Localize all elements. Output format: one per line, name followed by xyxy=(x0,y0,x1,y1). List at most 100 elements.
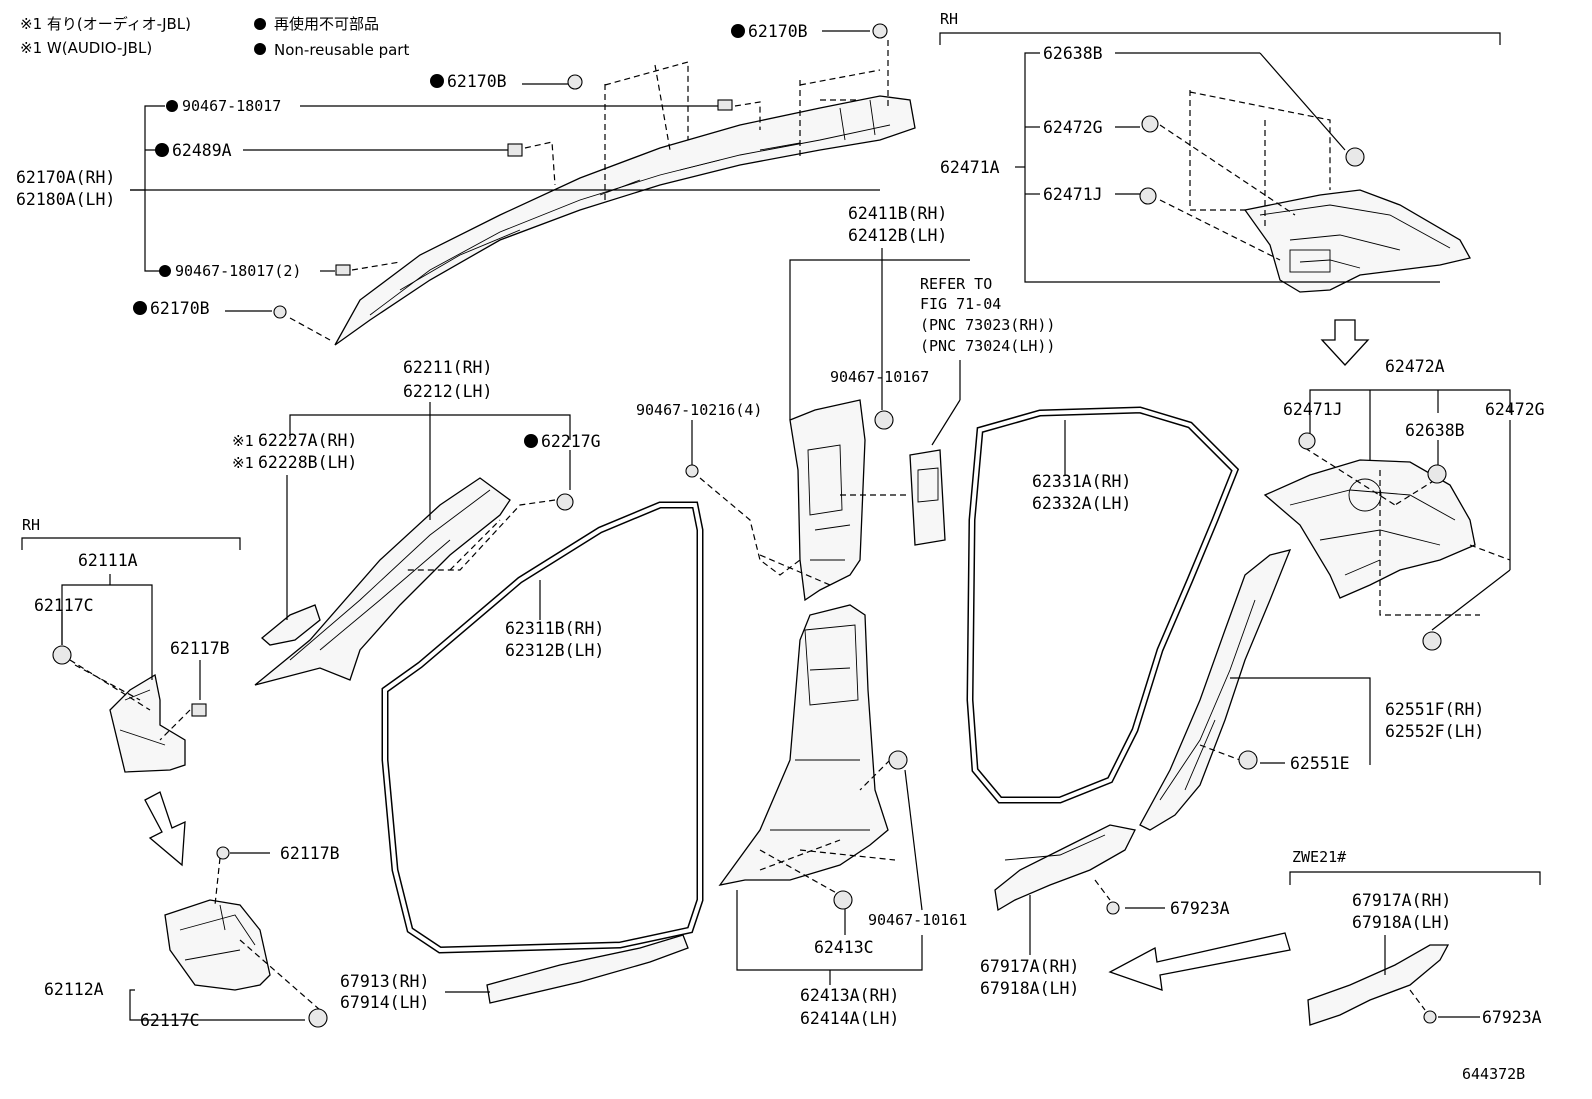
cowl-side-trim-lower xyxy=(164,899,271,991)
label-62217G: 62217G xyxy=(541,432,601,451)
rear-scuff-leaders xyxy=(1029,879,1165,955)
rear-door-opening-seal xyxy=(966,406,1240,804)
label-62332A-lh: 62332A(LH) xyxy=(1032,494,1131,513)
label-90467-10167: 90467-10167 xyxy=(830,368,929,386)
label-62117B-low: 62117B xyxy=(280,844,340,863)
non-reusable-dot-icon xyxy=(254,18,266,30)
label-90467-18017-2: 90467-18017(2) xyxy=(175,262,301,280)
label-62412B-lh: 62412B(LH) xyxy=(848,226,947,245)
non-reusable-dot-icon xyxy=(430,74,444,88)
label-62472A: 62472A xyxy=(1385,357,1445,376)
ref-mark-2: ※1 xyxy=(232,454,254,472)
zwe-scuff-leaders xyxy=(1384,935,1480,1018)
speaker-grille xyxy=(260,604,321,646)
non-reusable-dot-icon xyxy=(155,143,169,157)
note-en-nonreusable: Non-reusable part xyxy=(274,41,409,59)
arrow-down-icon xyxy=(1320,319,1370,366)
label-62472G-mid: 62472G xyxy=(1485,400,1545,419)
group-label-zwe21: ZWE21# xyxy=(1292,848,1346,866)
label-62638B-top: 62638B xyxy=(1043,44,1103,63)
label-67917A-mid-rh: 67917A(RH) xyxy=(980,957,1079,976)
label-67913-rh: 67913(RH) xyxy=(340,972,429,991)
label-62312B-lh: 62312B(LH) xyxy=(505,641,604,660)
front-pillar-leaders xyxy=(286,402,571,620)
zwe-bracket xyxy=(1289,871,1541,885)
label-62180A-lh: 62180A(LH) xyxy=(16,190,115,209)
legend: ※1 有り(オーディオ-JBL) ※1 W(AUDIO-JBL) 再使用不可部品… xyxy=(20,15,409,59)
label-62551E: 62551E xyxy=(1290,754,1350,773)
rh-group-bracket xyxy=(939,32,1501,45)
label-refer-pnc-lh: (PNC 73024(LH)) xyxy=(920,337,1055,355)
label-62413C: 62413C xyxy=(814,938,874,957)
front-door-scuff-plate xyxy=(486,934,689,1004)
label-62471J-top: 62471J xyxy=(1043,185,1103,204)
clips-top-left xyxy=(273,23,888,319)
center-pillar-lower-leaders xyxy=(736,759,923,985)
center-pillar-upper-garnish xyxy=(789,399,866,602)
quarter-trim-upper-leaders xyxy=(1015,52,1440,283)
label-62212-lh: 62212(LH) xyxy=(403,382,492,401)
non-reusable-dot-icon xyxy=(254,43,266,55)
note-jp-audio: ※1 有り(オーディオ-JBL) xyxy=(20,15,191,33)
label-62331A-rh: 62331A(RH) xyxy=(1032,472,1131,491)
non-reusable-dot-icon xyxy=(524,434,538,448)
label-62411B-rh: 62411B(RH) xyxy=(848,204,947,223)
label-62111A: 62111A xyxy=(78,551,138,570)
label-62471J-mid: 62471J xyxy=(1283,400,1343,419)
center-pillar-upper-leaders xyxy=(691,248,970,586)
non-reusable-dot-icon xyxy=(731,24,745,38)
non-reusable-dot-icon xyxy=(133,301,147,315)
note-jp-nonreusable: 再使用不可部品 xyxy=(274,15,379,33)
label-62228B-lh: 62228B(LH) xyxy=(258,453,357,472)
arrow-down-icon xyxy=(144,791,186,867)
label-62211-rh: 62211(RH) xyxy=(403,358,492,377)
label-refer-fig: FIG 71-04 xyxy=(920,295,1001,313)
zwe-rear-scuff-plate xyxy=(1307,944,1450,1026)
label-67923A-mid: 67923A xyxy=(1170,899,1230,918)
label-refer-to: REFER TO xyxy=(920,275,992,293)
ref-mark-1: ※1 xyxy=(232,432,254,450)
label-67918A-right-lh: 67918A(LH) xyxy=(1352,913,1451,932)
quarter-trim-lower xyxy=(1263,459,1476,599)
label-62170B-low: 62170B xyxy=(150,299,210,318)
label-67917A-right-rh: 67917A(RH) xyxy=(1352,891,1451,910)
note-en-audio: ※1 W(AUDIO-JBL) xyxy=(20,39,152,57)
cowl-side-lower-leaders xyxy=(129,852,321,1021)
quarter-trim-upper xyxy=(1243,189,1471,293)
rh-left-bracket xyxy=(21,537,241,550)
label-67918A-mid-lh: 67918A(LH) xyxy=(980,979,1079,998)
label-62489A: 62489A xyxy=(172,141,232,160)
label-62117B-top: 62117B xyxy=(170,639,230,658)
label-62638B-mid: 62638B xyxy=(1405,421,1465,440)
cowl-side-leaders xyxy=(61,574,201,741)
group-label-rh-left: RH xyxy=(22,516,40,534)
label-62170B-top: 62170B xyxy=(748,22,808,41)
label-90467-10216: 90467-10216(4) xyxy=(636,401,762,419)
label-62117C-top: 62117C xyxy=(34,596,94,615)
label-90467-10161: 90467-10161 xyxy=(868,911,967,929)
quarter-pillar-lower-garnish xyxy=(1139,549,1292,831)
label-62551F-rh: 62551F(RH) xyxy=(1385,700,1484,719)
label-refer-pnc-rh: (PNC 73023(RH)) xyxy=(920,316,1055,334)
label-62170B-mid: 62170B xyxy=(447,72,507,91)
front-door-opening-seal xyxy=(381,501,704,954)
quarter-pillar-lower-leaders xyxy=(1199,677,1371,765)
label-62227A-rh: 62227A(RH) xyxy=(258,431,357,450)
seatbelt-adjuster xyxy=(909,449,946,546)
group-label-rh-top: RH xyxy=(940,10,958,28)
label-62552F-lh: 62552F(LH) xyxy=(1385,722,1484,741)
label-62117C-low: 62117C xyxy=(140,1011,200,1030)
pillar-garnish-leaders xyxy=(130,30,889,341)
rear-door-scuff-plate xyxy=(994,824,1136,912)
label-62311B-rh: 62311B(RH) xyxy=(505,619,604,638)
label-67914-lh: 67914(LH) xyxy=(340,993,429,1012)
non-reusable-dot-icon xyxy=(166,100,178,112)
roof-side-rail-garnish xyxy=(334,95,916,346)
label-62414A-lh: 62414A(LH) xyxy=(800,1009,899,1028)
label-62413A-rh: 62413A(RH) xyxy=(800,986,899,1005)
label-67923A-low: 67923A xyxy=(1482,1008,1542,1027)
quarter-trim-lower-leaders xyxy=(1304,389,1511,631)
front-pillar-garnish xyxy=(254,477,511,686)
label-62170A-rh: 62170A(RH) xyxy=(16,168,115,187)
